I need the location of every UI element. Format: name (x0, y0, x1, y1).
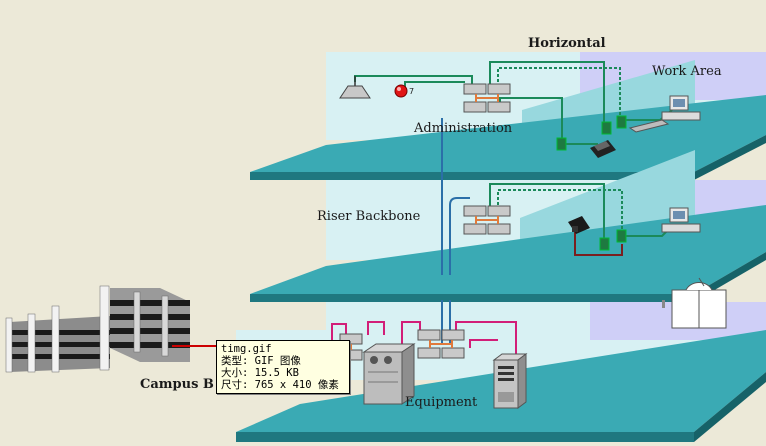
cable-panel-to-work-3 (499, 97, 563, 138)
wall-outlet-icon (616, 229, 627, 243)
admin-floor-edge (250, 172, 694, 180)
tooltip-filename: timg.gif (221, 343, 272, 355)
label-riser-backbone: Riser Backbone (317, 209, 421, 224)
admin-floor-top (250, 95, 766, 172)
patch-panel-icon (417, 329, 465, 359)
wall-outlet-icon (601, 121, 612, 135)
patch-panel-icon (463, 205, 511, 235)
cable-equip-1 (331, 323, 347, 345)
cable-riser-dark (574, 230, 623, 256)
tooltip-size: 大小: 15.5 KB (221, 367, 299, 379)
wall-outlet-icon (556, 137, 567, 151)
alarm-light-icon (394, 84, 408, 98)
cable-riser-1 (489, 183, 605, 238)
cable-riser-2 (497, 189, 623, 230)
patch-panel-icon (339, 333, 363, 361)
tower-server-icon (492, 353, 528, 409)
label-work-area: Work Area (652, 64, 722, 79)
alarm-digit-label: 7 (409, 87, 414, 96)
equip-floor-edge (236, 432, 694, 442)
tooltip-dimensions: 尺寸: 765 x 410 像素 (221, 379, 339, 391)
backbone-cable-2 (449, 197, 470, 275)
ceiling-lamp-icon (339, 76, 371, 99)
image-info-tooltip: timg.gif 类型: GIF 图像 大小: 15.5 KB 尺寸: 765 … (216, 340, 350, 394)
cable-panel-to-work-1 (489, 61, 605, 122)
equipment-devices (339, 277, 727, 409)
label-administration: Administration (414, 121, 513, 136)
computer-icon (661, 207, 701, 233)
wall-outlet-icon (616, 115, 627, 129)
wall-outlet-icon (599, 237, 610, 251)
server-cabinet-icon (362, 343, 416, 405)
admin-floor-side (694, 135, 766, 180)
tooltip-type: 类型: GIF 图像 (221, 355, 301, 367)
cable-equip-5 (469, 339, 498, 348)
equipment-cables (331, 321, 517, 355)
computer-icon (628, 95, 701, 133)
label-equipment: Equipment (405, 395, 478, 410)
campus-building-icon (5, 285, 190, 373)
label-horizontal: Horizontal (528, 36, 606, 51)
riser-floor-top (250, 205, 766, 294)
riser-floor-edge (250, 294, 694, 302)
label-campus: Campus B (140, 377, 214, 392)
equip-floor-side (694, 372, 766, 442)
cable-equip-4 (455, 321, 517, 355)
entrance-door-icon (662, 277, 727, 329)
patch-panel-icon (463, 83, 511, 113)
cable-panel-to-work-2 (497, 67, 621, 118)
cable-equip-2 (367, 321, 385, 335)
cable-equip-3 (401, 321, 421, 345)
admin-devices: 7 (339, 76, 701, 158)
camera-icon (568, 216, 590, 234)
riser-devices (463, 205, 701, 251)
telephone-icon (590, 140, 616, 158)
